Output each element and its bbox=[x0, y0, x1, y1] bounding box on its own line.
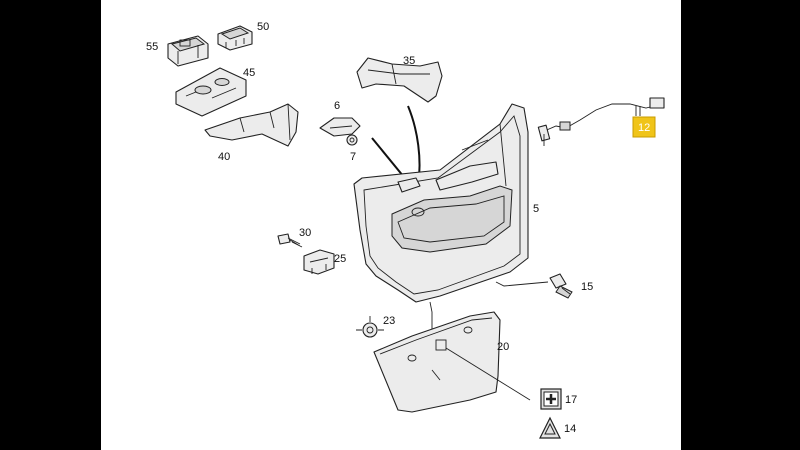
part-30-screw[interactable] bbox=[277, 233, 303, 248]
callout-45[interactable]: 45 bbox=[243, 67, 255, 79]
part-25-bracket[interactable] bbox=[303, 249, 335, 275]
callout-55[interactable]: 55 bbox=[146, 41, 158, 53]
callout-30[interactable]: 30 bbox=[299, 227, 311, 239]
part-35-pull-handle[interactable] bbox=[356, 57, 443, 103]
callout-35[interactable]: 35 bbox=[403, 55, 415, 67]
callout-40[interactable]: 40 bbox=[218, 151, 230, 163]
callout-50[interactable]: 50 bbox=[257, 21, 269, 33]
door-panel-exploded-diagram: 55 50 45 40 bbox=[146, 21, 665, 439]
part-17-first-aid-sign[interactable] bbox=[540, 388, 562, 410]
part-20-lower-trim[interactable] bbox=[373, 301, 531, 413]
part-15-screw[interactable] bbox=[495, 273, 573, 299]
part-6-inner-handle[interactable] bbox=[319, 117, 361, 137]
callout-7[interactable]: 7 bbox=[350, 151, 356, 163]
part-40-armrest-trim[interactable] bbox=[204, 103, 299, 147]
callout-15[interactable]: 15 bbox=[581, 281, 593, 293]
callout-6[interactable]: 6 bbox=[334, 100, 340, 112]
part-55-switch-block[interactable] bbox=[167, 35, 209, 67]
parts-diagram-sheet: 55 50 45 40 bbox=[101, 0, 681, 450]
part-45-switch-panel[interactable] bbox=[175, 67, 247, 117]
callout-23[interactable]: 23 bbox=[383, 315, 395, 327]
callout-17[interactable]: 17 bbox=[565, 394, 577, 406]
callout-20[interactable]: 20 bbox=[497, 341, 509, 353]
part-14-warning-triangle-sign[interactable] bbox=[539, 416, 561, 439]
part-7-clip[interactable] bbox=[346, 134, 358, 146]
callout-12[interactable]: 12 bbox=[638, 122, 650, 134]
part-23-bulb-socket[interactable] bbox=[356, 316, 384, 338]
callout-12-highlight[interactable] bbox=[632, 116, 656, 138]
part-12-wiring-harness[interactable] bbox=[537, 97, 665, 146]
callout-25[interactable]: 25 bbox=[334, 253, 346, 265]
part-50-switch[interactable] bbox=[217, 25, 253, 51]
part-5-door-trim-panel[interactable] bbox=[353, 103, 529, 303]
callout-5[interactable]: 5 bbox=[533, 203, 539, 215]
callout-14[interactable]: 14 bbox=[564, 423, 576, 435]
